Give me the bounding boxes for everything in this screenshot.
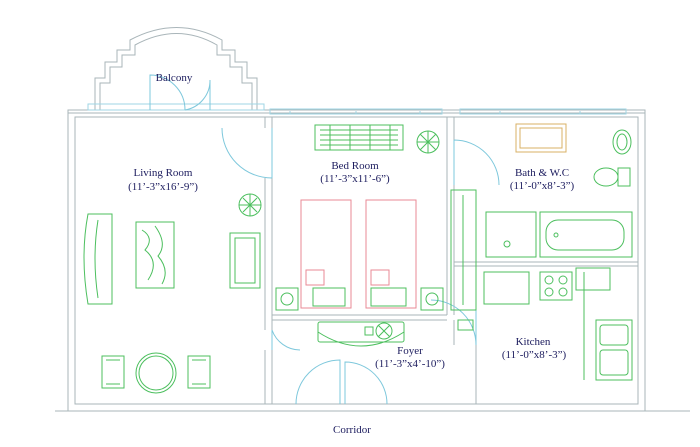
- bath-size: (11’-0”x8’-3”): [509, 180, 575, 192]
- living-room-size: (11’-3”x16’-9”): [128, 181, 198, 193]
- doors: [149, 74, 500, 405]
- bedroom-size: (11’-3”x11’-6”): [320, 173, 390, 185]
- bedroom-furniture: [275, 124, 444, 311]
- balcony-structure: [87, 27, 265, 111]
- foyer-label: Foyer: [397, 345, 423, 357]
- kitchen-size: (11’-0”x8’-3”): [501, 349, 567, 361]
- bedroom-label: Bed Room: [331, 160, 379, 172]
- living-room-label: Living Room: [133, 167, 193, 179]
- foyer-size: (11’-3”x4’-10”): [375, 358, 445, 370]
- living-room-furniture: [83, 193, 262, 394]
- closet: [450, 189, 477, 331]
- kitchen-label: Kitchen: [515, 336, 551, 348]
- kitchen-fixtures: [483, 267, 633, 381]
- interior-walls: [264, 117, 638, 404]
- foyer-furniture: [317, 321, 405, 347]
- windows: [269, 108, 627, 115]
- bath-fixtures: [485, 123, 633, 258]
- balcony-label: Balcony: [155, 72, 193, 84]
- corridor-label: Corridor: [333, 424, 371, 436]
- bath-label: Bath & W.C: [514, 167, 570, 179]
